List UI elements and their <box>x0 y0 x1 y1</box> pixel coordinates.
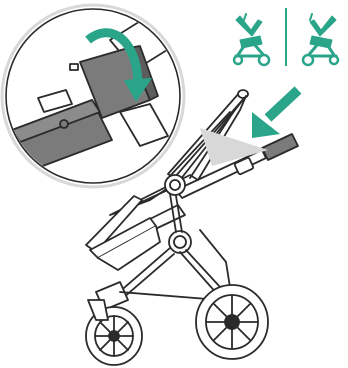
orientation-icons <box>234 8 338 66</box>
diagonal-arrow-icon <box>252 90 298 138</box>
hinge-upper <box>165 175 185 195</box>
rear-wheel <box>196 285 268 359</box>
front-wheel <box>86 300 142 365</box>
hinge-lower <box>169 231 191 253</box>
stroller-rear-facing-icon <box>303 14 338 65</box>
seat-cushion <box>86 196 160 270</box>
stroller-forward-facing-icon <box>234 14 269 65</box>
